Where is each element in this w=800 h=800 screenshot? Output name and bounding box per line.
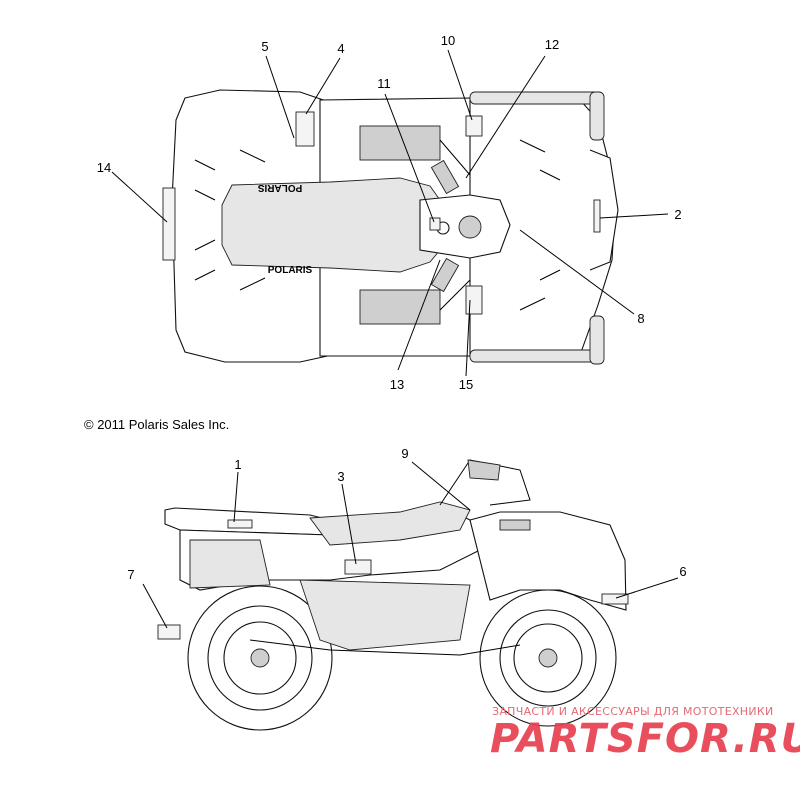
leader-lines [111,49,679,629]
callout-14: 14 [97,160,111,175]
brand-text-rear-upper: POLARIS [257,182,302,193]
callout-15: 15 [459,377,473,392]
callout-7: 7 [127,567,134,582]
callout-3: 3 [337,469,344,484]
watermark-tagline: ЗАПЧАСТИ И АКСЕССУАРЫ ДЛЯ МОТОТЕХНИКИ [492,705,774,718]
callout-5: 5 [261,39,268,54]
atv-side-view [157,459,629,731]
callouts: 5 4 10 12 11 14 2 8 13 15 1 3 9 7 6 [97,33,687,582]
watermark-logo: PARTSFOR.RU [490,716,800,762]
callout-8: 8 [637,311,644,326]
callout-11: 11 [377,76,391,91]
callout-6: 6 [679,564,686,579]
callout-1: 1 [234,457,241,472]
callout-2: 2 [674,207,681,222]
brand-text-rear-lower: POLARIS [268,265,313,276]
callout-12: 12 [545,37,559,52]
callout-10: 10 [441,33,455,48]
atv-top-view: POLARIS POLARIS [162,89,619,365]
callout-4: 4 [337,41,344,56]
callout-13: 13 [390,377,404,392]
callout-9: 9 [401,446,408,461]
copyright-notice: © 2011 Polaris Sales Inc. [84,417,230,432]
